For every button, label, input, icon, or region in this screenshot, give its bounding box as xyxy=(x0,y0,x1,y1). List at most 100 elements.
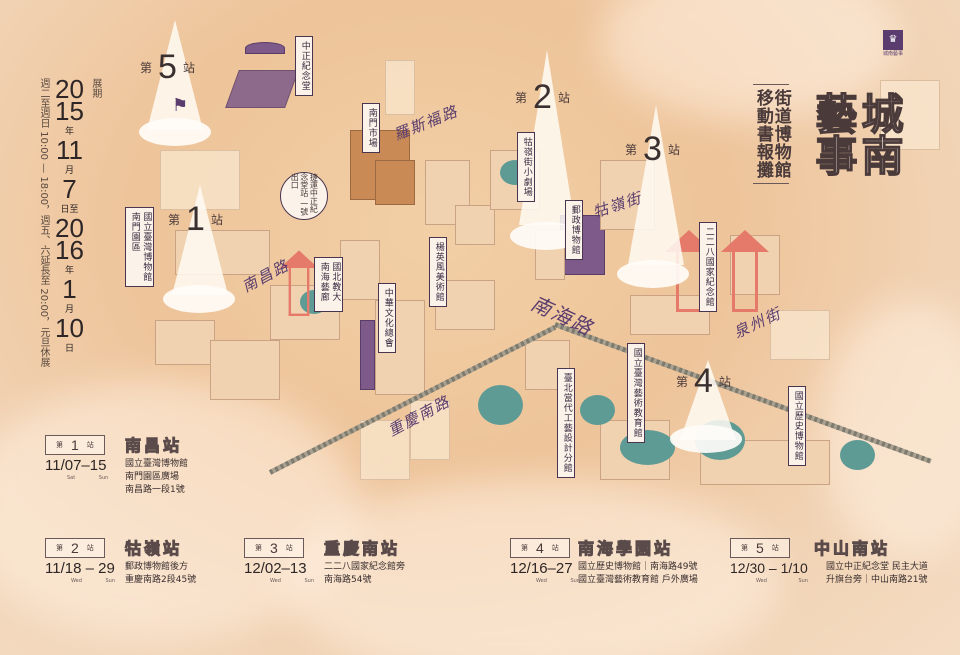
stop-date: 12/02–13 xyxy=(244,560,307,577)
label-arts-education[interactable]: 國立臺灣藝術教育館 xyxy=(627,343,645,443)
station-1-spot[interactable] xyxy=(163,285,235,313)
exhibition-period: 週二至週日 10:00 — 18:00，週五、六延長至 20:00，元旦休展 2… xyxy=(36,76,103,368)
date-part: 1 xyxy=(62,274,77,304)
building xyxy=(880,80,940,150)
badge-prefix: 第 xyxy=(255,544,262,552)
label-228-memorial[interactable]: 二二八國家紀念館 xyxy=(699,222,717,312)
marker-prefix: 第 xyxy=(676,375,689,389)
tree xyxy=(840,440,875,470)
date-unit: 年 xyxy=(64,126,74,136)
tree xyxy=(478,385,523,425)
station-5-spot[interactable] xyxy=(139,118,211,146)
label-postal-museum[interactable]: 郵政博物館 xyxy=(565,200,583,260)
label-mrt-exit[interactable]: 捷運中正紀念堂站 一號出口 xyxy=(280,172,328,220)
date-unit: 月 xyxy=(64,165,74,175)
spotlight-cone xyxy=(628,105,684,265)
building xyxy=(340,240,380,300)
label-yuyu-yang[interactable]: 楊英風美術館 xyxy=(429,237,447,307)
spotlight-cone xyxy=(147,20,203,130)
badge-suffix: 站 xyxy=(86,544,94,552)
badge-number: 5 xyxy=(756,540,764,556)
venue-line: 南海路54號 xyxy=(324,575,372,585)
gacc-building xyxy=(360,320,375,390)
date-part: 11 xyxy=(55,135,83,165)
opening-hours: 週二至週日 10:00 — 18:00，週五、六延長至 20:00，元旦休展 xyxy=(38,78,49,368)
venue-line: 南門園區廣場 xyxy=(125,472,180,482)
period-dates: 20 15 年 11 月 7 日至 20 16 年 1 月 10 日 xyxy=(55,76,84,367)
stop-date: 11/07–15 xyxy=(45,457,107,474)
label-history-museum[interactable]: 國立歷史博物館 xyxy=(788,386,806,466)
stop-venue: 國立歷史博物館｜南海路49號國立臺灣藝術教育館 戶外廣場 xyxy=(578,561,698,587)
marker-suffix: 站 xyxy=(210,213,223,227)
stop-days: Wed Sun xyxy=(71,578,116,584)
subtitle-column: 移動書報攤 xyxy=(752,89,773,179)
badge-suffix: 站 xyxy=(551,544,559,552)
memorial-228-building xyxy=(630,295,710,335)
badge-prefix: 第 xyxy=(741,544,748,552)
label-nanmen-market[interactable]: 南門市場 xyxy=(362,103,380,153)
marker-number: 2 xyxy=(533,78,552,116)
date-unit: 日 xyxy=(64,343,74,353)
stop-date: 11/18 – 29 xyxy=(45,560,115,577)
building xyxy=(210,340,280,400)
stop-venue: 二二八國家紀念館旁南海路54號 xyxy=(324,561,405,587)
label-craft-design[interactable]: 臺北當代工藝設計分館 xyxy=(557,368,575,478)
marker-suffix: 站 xyxy=(667,143,680,157)
label-gacc[interactable]: 中華文化總會 xyxy=(378,283,396,353)
date-part: 20 xyxy=(55,213,84,243)
station-3-spot[interactable] xyxy=(617,260,689,288)
subtitle: 街道博物館 移動書報攤 xyxy=(752,84,791,184)
date-unit: 月 xyxy=(64,304,74,314)
venue-line: 國立歷史博物館｜南海路49號 xyxy=(578,562,698,572)
stop-days: Wed Sun xyxy=(756,578,809,584)
building xyxy=(455,205,495,245)
label-ntm-nanmen[interactable]: 國立臺灣博物館 南門園區 xyxy=(125,207,155,287)
station-4-spot[interactable] xyxy=(670,425,742,453)
date-unit: 日至 xyxy=(60,204,79,214)
venue-line: 升旗台旁｜中山南路21號 xyxy=(826,575,928,585)
stop-name: 南昌站 xyxy=(124,436,183,456)
label-guling-theater[interactable]: 牯嶺街小劇場 xyxy=(517,132,535,202)
building xyxy=(360,420,410,480)
stop-date: 12/16–27 xyxy=(510,560,573,577)
date-part: 15 xyxy=(55,96,84,126)
venue-line: 國立中正紀念堂 民主大道 xyxy=(826,562,928,572)
marker-prefix: 第 xyxy=(625,143,638,157)
badge-suffix: 站 xyxy=(285,544,293,552)
badge-number: 3 xyxy=(270,540,278,556)
marker-prefix: 第 xyxy=(140,61,153,75)
badge-number: 4 xyxy=(536,540,544,556)
cks-hall-roof xyxy=(245,42,285,54)
logo[interactable]: ♛城南藝事 xyxy=(883,30,903,57)
building xyxy=(155,320,215,365)
stop-date: 12/30 – 1/10 xyxy=(730,560,808,576)
label-cks-hall[interactable]: 中正紀念堂 xyxy=(295,36,313,96)
spotlight-cone xyxy=(172,185,228,295)
date-part: 10 xyxy=(55,313,84,343)
marker-suffix: 站 xyxy=(557,91,570,105)
stop-venue: 郵政博物館後方重慶南路2段45號 xyxy=(125,561,196,587)
marker-number: 5 xyxy=(158,48,177,86)
marker-prefix: 第 xyxy=(168,213,181,227)
label-ntue-gallery[interactable]: 國北教大 南海藝廊 xyxy=(314,257,344,312)
title-column: 城南 xyxy=(854,91,905,177)
marker-number: 3 xyxy=(643,130,662,168)
logo-text: 城南藝事 xyxy=(883,51,904,57)
building xyxy=(410,400,450,460)
badge-prefix: 第 xyxy=(521,544,528,552)
stop-name: 南海學園站 xyxy=(577,539,674,559)
venue-line: 二二八國家紀念館旁 xyxy=(324,562,406,572)
stop-venue: 國立中正紀念堂 民主大道升旗台旁｜中山南路21號 xyxy=(826,561,928,587)
stop-name: 牯嶺站 xyxy=(124,539,183,559)
